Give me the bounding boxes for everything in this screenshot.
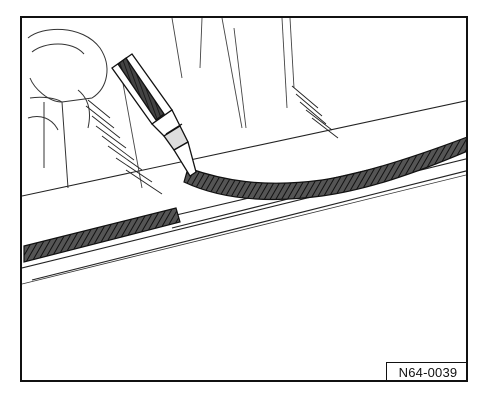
shading-strokes (85, 85, 339, 195)
sealing-strip-curved (183, 136, 466, 201)
interior-lines (121, 18, 295, 189)
windshield-sealing-illustration (22, 18, 466, 285)
figure-frame: N64-0039 (20, 16, 468, 382)
adhesive-tube (111, 53, 197, 177)
seat-outline (27, 28, 108, 189)
sealing-strip-installed (23, 207, 181, 263)
glass-edge (22, 174, 466, 285)
figure-id-label: N64-0039 (386, 362, 466, 380)
